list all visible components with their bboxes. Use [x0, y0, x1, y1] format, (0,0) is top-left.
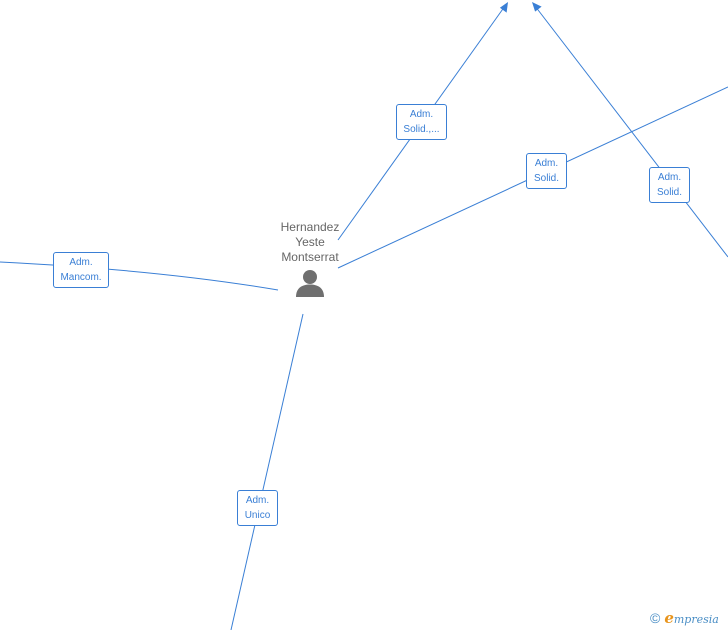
empresia-watermark: ©empresia [650, 609, 719, 627]
edge-label-line: Mancom. [60, 272, 102, 283]
person-name: Hernandez Yeste Montserrat [268, 220, 352, 265]
edge-line-unico [230, 313, 304, 630]
edge-label-line: Adm. [534, 158, 559, 169]
person-name-line: Yeste [295, 235, 325, 249]
person-name-line: Hernandez [280, 220, 340, 234]
edge-label-line: Solid. [533, 173, 559, 184]
edge-label-mancom[interactable]: Adm. Mancom. [53, 252, 109, 288]
edge-label-line: Adm. [657, 172, 682, 183]
person-icon [296, 270, 324, 297]
edge-line-solid-right [534, 5, 728, 258]
edge-label-solid-trunc[interactable]: Adm. Solid.,... [396, 104, 447, 140]
edge-label-unico[interactable]: Adm. Unico [237, 490, 278, 526]
edge-label-line: Adm. [69, 257, 93, 268]
edge-line-mancom [0, 261, 279, 291]
brand-e-letter: e [664, 609, 674, 627]
edge-label-line: Solid.,... [403, 124, 440, 135]
edge-label-solid-right[interactable]: Adm. Solid. [649, 167, 690, 203]
copyright-symbol: © [650, 610, 661, 626]
arrowhead-solid-right [532, 2, 542, 12]
edge-label-solid-center[interactable]: Adm. Solid. [526, 153, 567, 189]
edge-label-line: Adm. [245, 495, 270, 506]
edge-label-line: Solid. [656, 187, 682, 198]
person-node[interactable]: Hernandez Yeste Montserrat [268, 220, 352, 297]
brand-name: mpresia [673, 613, 719, 626]
arrowhead-solid-trunc [499, 2, 508, 13]
person-name-line: Montserrat [281, 250, 339, 264]
edge-label-line: Unico [244, 510, 271, 521]
edge-label-line: Adm. [409, 109, 434, 120]
